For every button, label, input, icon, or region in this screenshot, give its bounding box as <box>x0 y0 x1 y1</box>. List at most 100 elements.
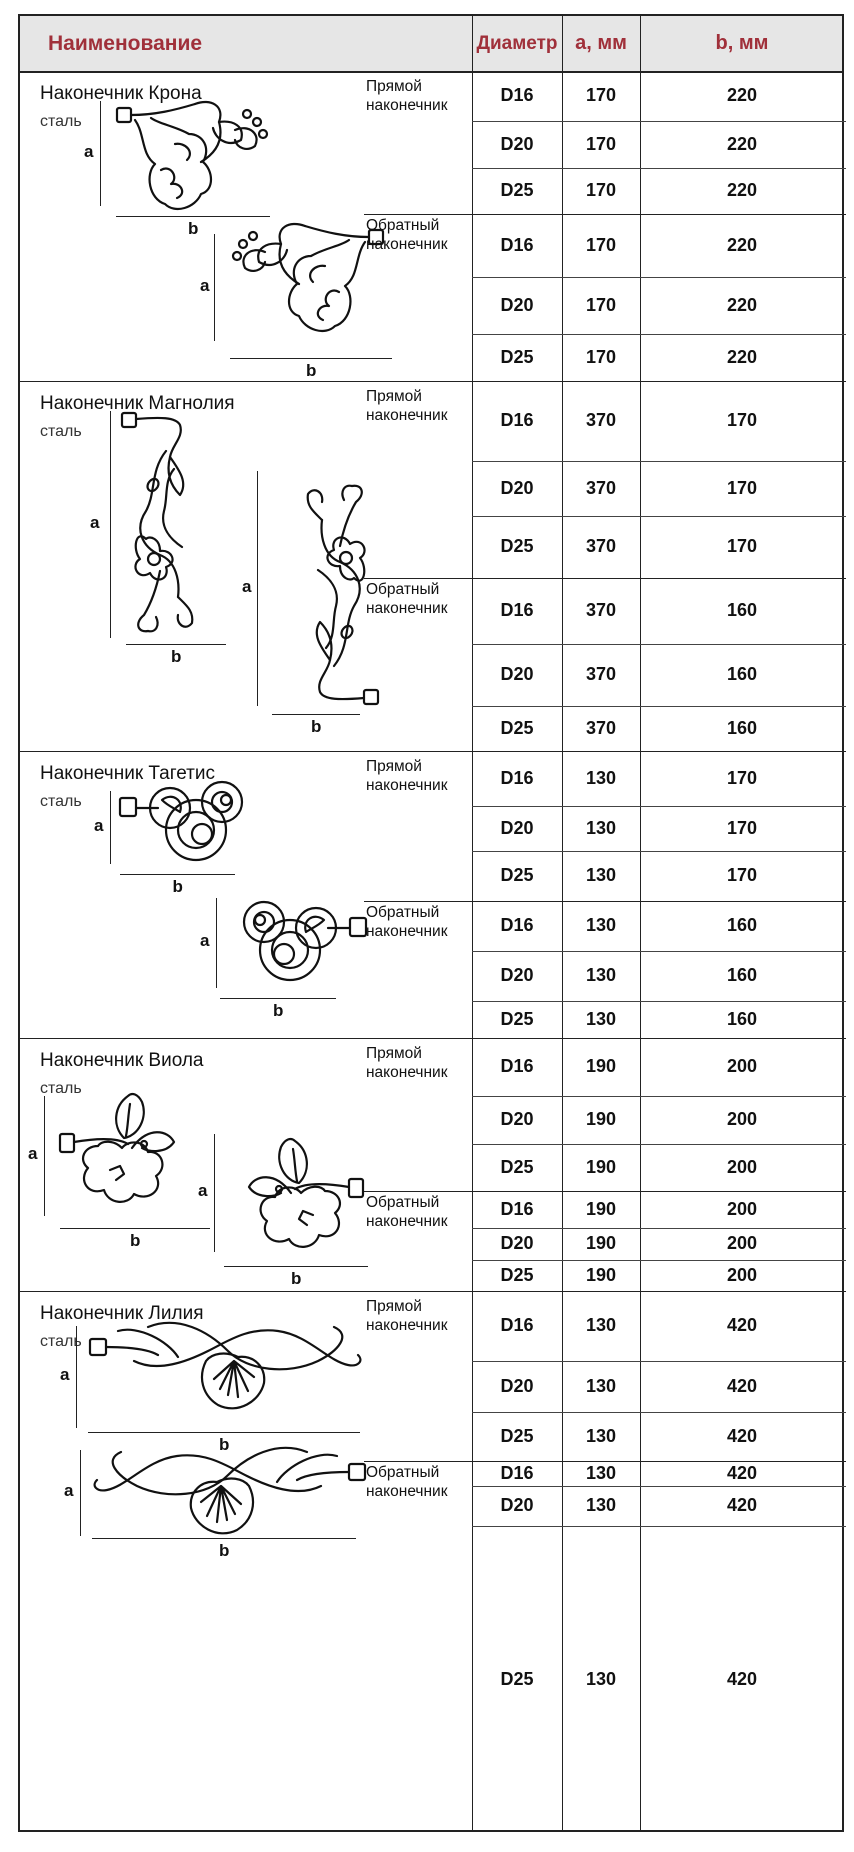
row-divider <box>472 951 846 952</box>
row-divider <box>472 168 846 169</box>
dimension-b-label: b <box>188 219 199 238</box>
diameter-cell: D25 <box>500 1425 534 1446</box>
dimension-b-label: b <box>130 1231 141 1250</box>
diameter-cell: D20 <box>500 133 534 154</box>
a-value-cell: 190 <box>585 1109 617 1129</box>
dimension-a-label: a <box>90 512 100 532</box>
a-value-cell: 170 <box>585 346 617 367</box>
dimension-a-label: a <box>242 576 252 596</box>
b-value-cell: 220 <box>726 85 758 105</box>
dimension-a-line <box>214 1134 215 1252</box>
dimension-b-label: b <box>306 361 317 380</box>
section-divider <box>20 1291 846 1292</box>
a-value-cell: 170 <box>585 133 617 154</box>
b-value-cell: 160 <box>726 965 758 985</box>
product-name: Наконечник Виола <box>40 1050 204 1071</box>
diameter-cell: D25 <box>500 717 534 738</box>
b-value-cell: 160 <box>726 600 758 620</box>
dimension-a-line <box>76 1326 77 1428</box>
tagetes-reverse-tip-drawing <box>242 900 368 982</box>
diameter-cell: D25 <box>500 1264 534 1285</box>
product-name: Наконечник Крона <box>40 83 202 104</box>
group-divider <box>364 1461 846 1462</box>
a-value-cell: 190 <box>585 1233 617 1253</box>
diameter-cell: D16 <box>500 600 534 620</box>
dimension-b-line <box>92 1538 356 1539</box>
divider-diameter <box>472 16 473 1830</box>
b-value-cell: 420 <box>726 1669 758 1689</box>
dimension-a-label: a <box>64 1481 74 1500</box>
dimension-a-label: a <box>198 1181 208 1200</box>
dimension-b-line <box>120 874 235 875</box>
dimension-b-line <box>88 1432 360 1433</box>
section-divider <box>20 751 846 752</box>
dimension-a-line <box>110 411 111 638</box>
diameter-cell: D16 <box>500 915 534 935</box>
dimension-a-line <box>100 101 101 206</box>
lily-reverse-tip-drawing <box>93 1446 367 1535</box>
dimension-b-line <box>220 998 336 999</box>
viola-straight-tip-drawing <box>58 1092 176 1203</box>
product-name: Наконечник Лилия <box>40 1303 204 1324</box>
diameter-cell: D20 <box>500 1233 534 1253</box>
group-divider <box>364 901 846 902</box>
straight-tip-label: Прямой наконечник <box>366 758 448 794</box>
reverse-tip-label: Обратный наконечник <box>366 1194 448 1230</box>
dimension-b-label: b <box>219 1435 230 1454</box>
header-a: a, мм <box>575 32 627 54</box>
a-value-cell: 190 <box>585 1056 617 1076</box>
viola-reverse-tip-drawing <box>247 1137 365 1248</box>
reverse-tip-label: Обратный наконечник <box>366 904 448 940</box>
diameter-cell: D25 <box>500 346 534 367</box>
b-value-cell: 160 <box>726 664 758 684</box>
diameter-cell: D16 <box>500 1315 534 1335</box>
row-divider <box>472 121 846 122</box>
b-value-cell: 200 <box>726 1056 758 1076</box>
section-divider <box>20 381 846 382</box>
dimension-a-line <box>44 1096 45 1216</box>
dimension-a-label: a <box>200 931 210 950</box>
b-value-cell: 200 <box>726 1233 758 1253</box>
group-divider <box>364 1191 846 1192</box>
diameter-cell: D20 <box>500 1109 534 1129</box>
dimension-b-label: b <box>311 717 322 736</box>
b-value-cell: 200 <box>726 1198 758 1219</box>
lily-straight-tip-drawing <box>88 1321 362 1410</box>
dimension-a-line <box>214 234 215 341</box>
diameter-cell: D20 <box>500 294 534 315</box>
crown-straight-tip-drawing <box>115 100 269 211</box>
dimension-a-line <box>80 1450 81 1536</box>
a-value-cell: 130 <box>585 865 617 885</box>
a-value-cell: 370 <box>585 664 617 684</box>
diameter-cell: D25 <box>500 865 534 885</box>
a-value-cell: 370 <box>585 410 617 430</box>
a-value-cell: 370 <box>585 477 617 498</box>
b-value-cell: 220 <box>726 133 758 154</box>
b-value-cell: 200 <box>726 1109 758 1129</box>
diameter-cell: D16 <box>500 1462 534 1483</box>
product-name: Наконечник Тагетис <box>40 763 215 784</box>
a-value-cell: 190 <box>585 1198 617 1219</box>
b-value-cell: 420 <box>726 1375 758 1396</box>
diameter-cell: D20 <box>500 1495 534 1515</box>
tagetes-straight-tip-drawing <box>118 780 244 862</box>
straight-tip-label: Прямой наконечник <box>366 1045 448 1081</box>
row-divider <box>472 1412 846 1413</box>
b-value-cell: 220 <box>726 180 758 200</box>
diameter-cell: D20 <box>500 664 534 684</box>
dimension-b-line <box>230 358 392 359</box>
a-value-cell: 170 <box>585 234 617 255</box>
diameter-cell: D25 <box>500 536 534 556</box>
diameter-cell: D16 <box>500 410 534 430</box>
diameter-cell: D16 <box>500 1056 534 1076</box>
row-divider <box>472 1001 846 1002</box>
dimension-b-line <box>272 714 360 715</box>
row-divider <box>472 1486 846 1487</box>
table-header: Наименование Диаметр a, мм b, мм <box>20 16 842 73</box>
a-value-cell: 170 <box>585 294 617 315</box>
a-value-cell: 370 <box>585 600 617 620</box>
a-value-cell: 130 <box>585 1375 617 1396</box>
a-value-cell: 130 <box>585 1425 617 1446</box>
a-value-cell: 130 <box>585 1008 617 1029</box>
dimension-a-line <box>257 471 258 706</box>
